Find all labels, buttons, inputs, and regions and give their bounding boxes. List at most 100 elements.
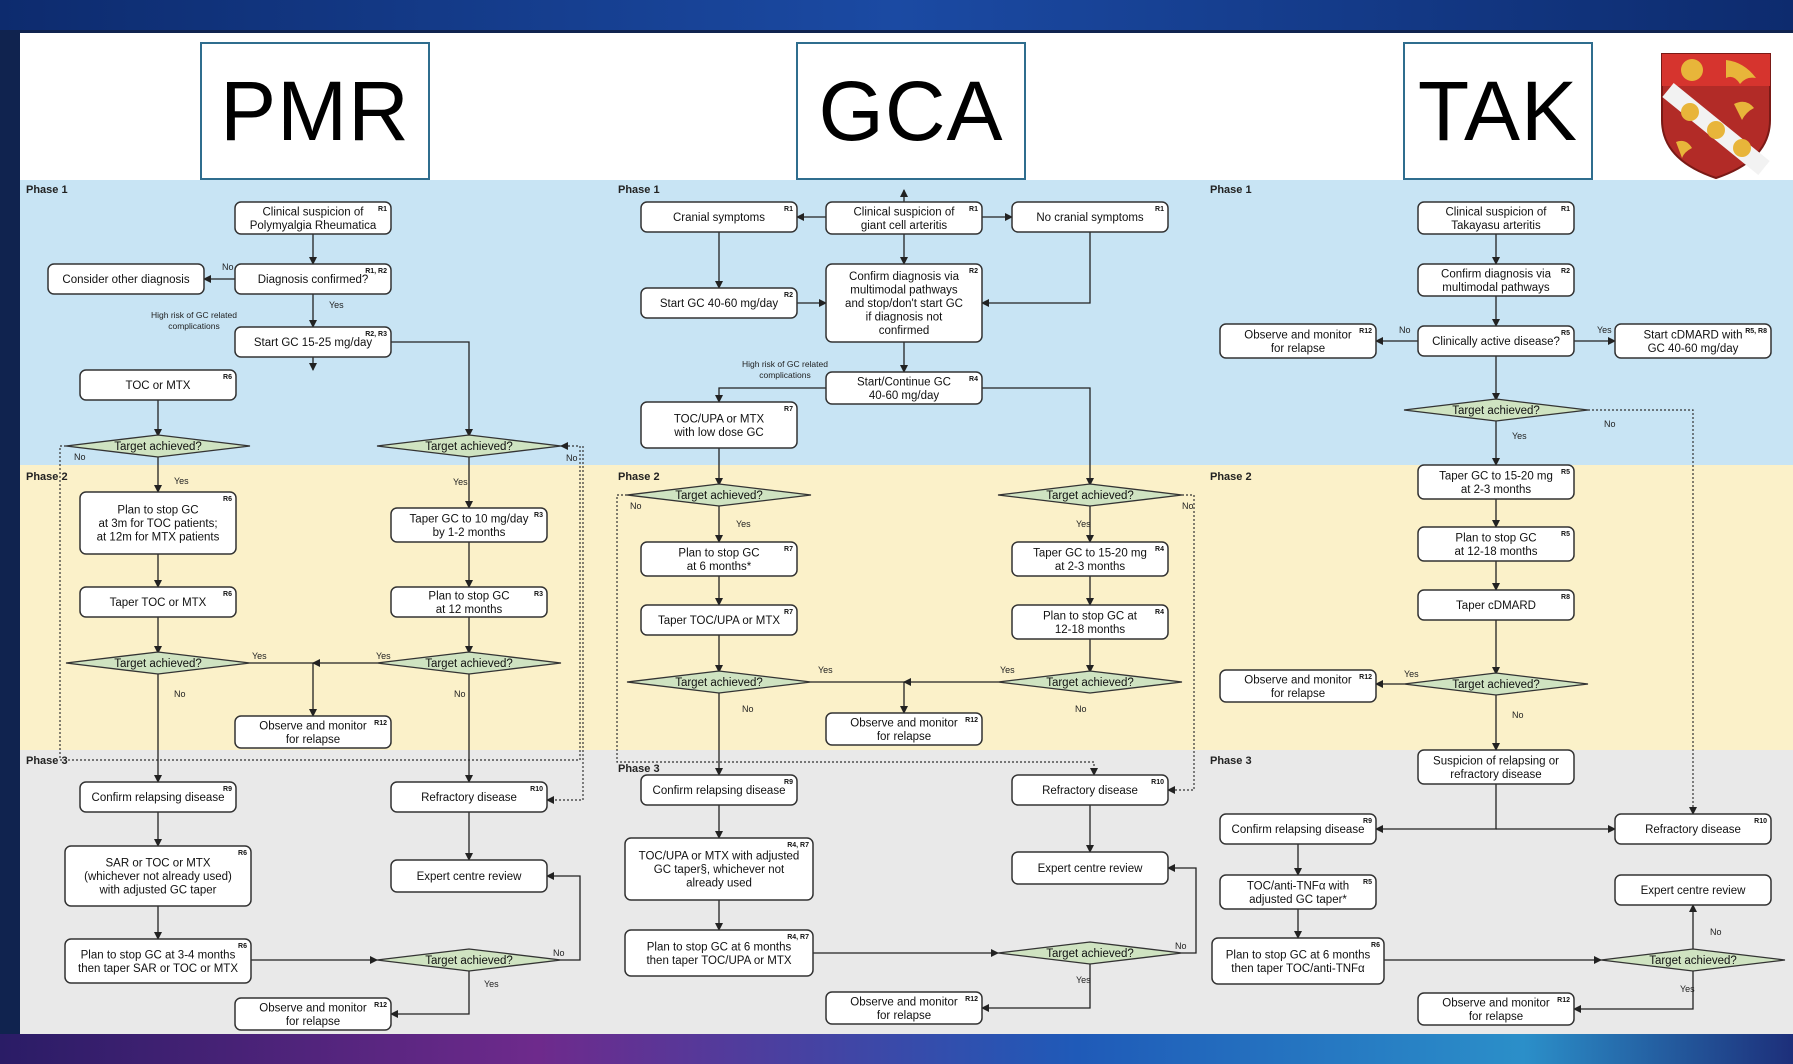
flow-box-text: Start cDMARD with: [1643, 329, 1742, 341]
ref-tag: R4, R7: [787, 934, 809, 941]
decision-label: Target achieved?: [114, 658, 202, 670]
flow-box-gca-expert: Expert centre review: [1011, 851, 1169, 885]
branch-no-label: No: [630, 501, 642, 511]
decision-tak-d1: Target achieved?: [1403, 398, 1589, 422]
flow-box-outline: [825, 371, 983, 405]
branch-no-label: No: [742, 704, 754, 714]
dotted-connector: [546, 446, 584, 804]
branch-no-label: No: [174, 689, 186, 699]
flow-box-outline: [640, 287, 798, 319]
ref-tag: R12: [1557, 997, 1570, 1004]
flow-box-text: Observe and monitor: [1442, 997, 1550, 1009]
flow-box-text: 40-60 mg/day: [869, 390, 940, 402]
flow-box-text: Plan to stop GC: [117, 505, 198, 517]
ref-tag: R12: [1359, 674, 1372, 681]
flow-box-outline: [1011, 774, 1169, 806]
flow-box-text: Refractory disease: [1042, 785, 1138, 797]
decision-label: Target achieved?: [425, 955, 513, 967]
decision-label: Target achieved?: [1046, 677, 1134, 689]
branch-yes-label: Yes: [1404, 669, 1419, 679]
flow-box-outline: [79, 369, 237, 401]
flow-box-text: Diagnosis confirmed?: [258, 274, 369, 286]
flow-box-outline: [1614, 323, 1772, 359]
flow-box-text: Cranial symptoms: [673, 212, 765, 224]
ref-tag: R6: [223, 374, 232, 381]
flow-box-pmr-other: Consider other diagnosis: [47, 263, 205, 295]
branch-yes-label: Yes: [1512, 431, 1527, 441]
flow-box-text: TOC/UPA or MTX with adjusted: [639, 851, 800, 863]
flow-box-pmr-expert: Expert centre review: [390, 859, 548, 893]
branch-no-label: No: [1075, 704, 1087, 714]
flow-box-text: for relapse: [877, 1010, 931, 1022]
decision-pmr-d3: Target achieved?: [65, 651, 251, 675]
flow-box-outline: [640, 401, 798, 449]
connector-line: [250, 662, 317, 717]
branch-no-label: No: [553, 948, 565, 958]
ref-tag: R4, R7: [787, 842, 809, 849]
connector-line: [390, 970, 470, 1018]
title-tak-text: TAK: [1417, 63, 1579, 158]
flow-box-outline: [390, 507, 548, 543]
flow-box-outline: [640, 541, 798, 577]
branch-no-label: No: [1512, 710, 1524, 720]
flow-box-text: Clinically active disease?: [1432, 336, 1560, 348]
phase-label: Phase 2: [618, 471, 660, 483]
branch-no-label: No: [74, 452, 86, 462]
flow-box-text: Taper cDMARD: [1456, 600, 1536, 612]
flow-box-text: multimodal pathways: [1442, 282, 1550, 294]
decision-diamond: [65, 651, 251, 675]
flow-box-text: for relapse: [1271, 688, 1325, 700]
branch-yes-label: Yes: [1076, 975, 1091, 985]
branch-yes-label: Yes: [376, 651, 391, 661]
flow-box-text: Refractory disease: [1645, 824, 1741, 836]
flow-box-text: at 12m for MTX patients: [97, 532, 220, 544]
branch-no-label: No: [1175, 941, 1187, 951]
decision-pmr-d1: Target achieved?: [65, 434, 251, 458]
connector-line: [982, 387, 1094, 486]
flow-box-text: at 12-18 months: [1454, 546, 1537, 558]
flow-box-text: Polymyalgia Rheumatica: [250, 220, 377, 232]
flow-box-outline: [825, 712, 983, 746]
ref-tag: R6: [238, 850, 247, 857]
branch-no-label: No: [1710, 927, 1722, 937]
flow-box-outline: [1219, 874, 1377, 910]
flow-box-text: then taper TOC/anti-TNFα: [1231, 963, 1365, 975]
ref-tag: R5: [1561, 330, 1570, 337]
ref-tag: R10: [1754, 818, 1767, 825]
decision-diamond: [997, 941, 1183, 965]
decision-diamond: [1600, 948, 1786, 972]
decision-gca-d4: Target achieved?: [997, 670, 1183, 694]
flow-box-text: Plan to stop GC at 6 months: [647, 941, 792, 953]
ref-tag: R7: [784, 546, 793, 553]
branch-no-label: No: [222, 262, 234, 272]
flow-box-text: GC taper§, whichever not: [654, 864, 785, 876]
top-frame: [0, 0, 1793, 30]
decision-diamond: [1403, 672, 1589, 696]
flow-box-pmr-dx: Diagnosis confirmed?R1, R2: [234, 263, 392, 295]
flow-box-outline: [1219, 669, 1377, 703]
flow-box-text: Taper TOC or MTX: [110, 597, 207, 609]
flow-box-text: Expert centre review: [1038, 863, 1144, 875]
flow-box-text: No cranial symptoms: [1036, 212, 1144, 224]
ref-tag: R9: [1363, 818, 1372, 825]
decision-diamond: [376, 948, 562, 972]
flow-box-outline: [390, 586, 548, 618]
